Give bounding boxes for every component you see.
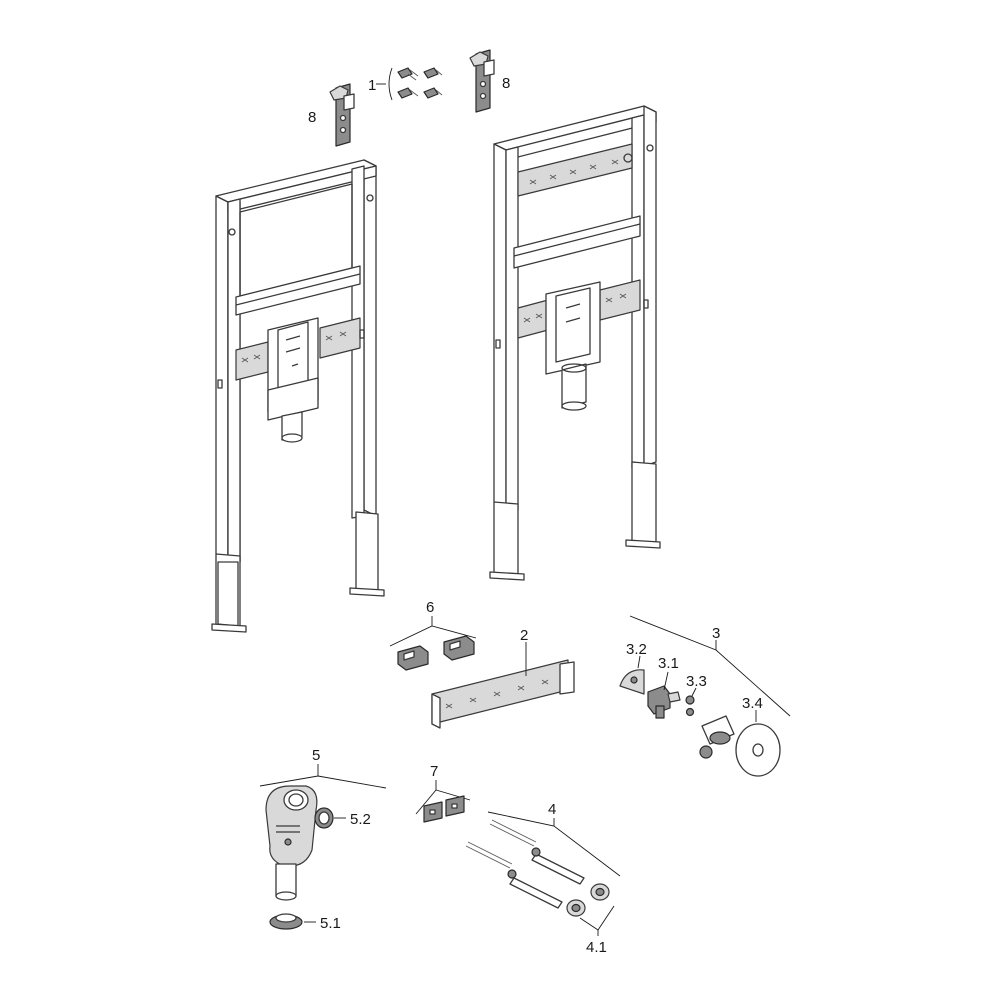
label-5: 5 [312, 747, 320, 764]
bracket-8-right [469, 49, 495, 113]
label-1: 1 [368, 77, 376, 94]
part-2-rail [431, 642, 575, 729]
frame-right [489, 105, 661, 581]
part-7-pads [415, 780, 471, 823]
frame-left [211, 159, 385, 633]
part-5-siphon [259, 764, 387, 930]
part-4-rods [465, 811, 621, 936]
bracket-8-left [329, 83, 355, 147]
label-8-right: 8 [502, 75, 510, 92]
label-5-2: 5.2 [350, 811, 371, 828]
label-3-2: 3.2 [626, 641, 647, 658]
callout-labels: 1 8 8 6 2 3 3.2 3.1 3.3 3.4 5 5.2 5.1 7 … [308, 75, 763, 956]
label-5-1: 5.1 [320, 915, 341, 932]
label-3-4: 3.4 [742, 695, 763, 712]
part-3-valve-set [619, 615, 791, 777]
screws-1 [376, 67, 443, 101]
label-8-left: 8 [308, 109, 316, 126]
label-7: 7 [430, 763, 438, 780]
part-6-clips [389, 616, 477, 671]
label-3: 3 [712, 625, 720, 642]
label-3-1: 3.1 [658, 655, 679, 672]
label-2: 2 [520, 627, 528, 644]
label-4: 4 [548, 801, 556, 818]
label-4-1: 4.1 [586, 939, 607, 956]
label-3-3: 3.3 [686, 673, 707, 690]
label-6: 6 [426, 599, 434, 616]
